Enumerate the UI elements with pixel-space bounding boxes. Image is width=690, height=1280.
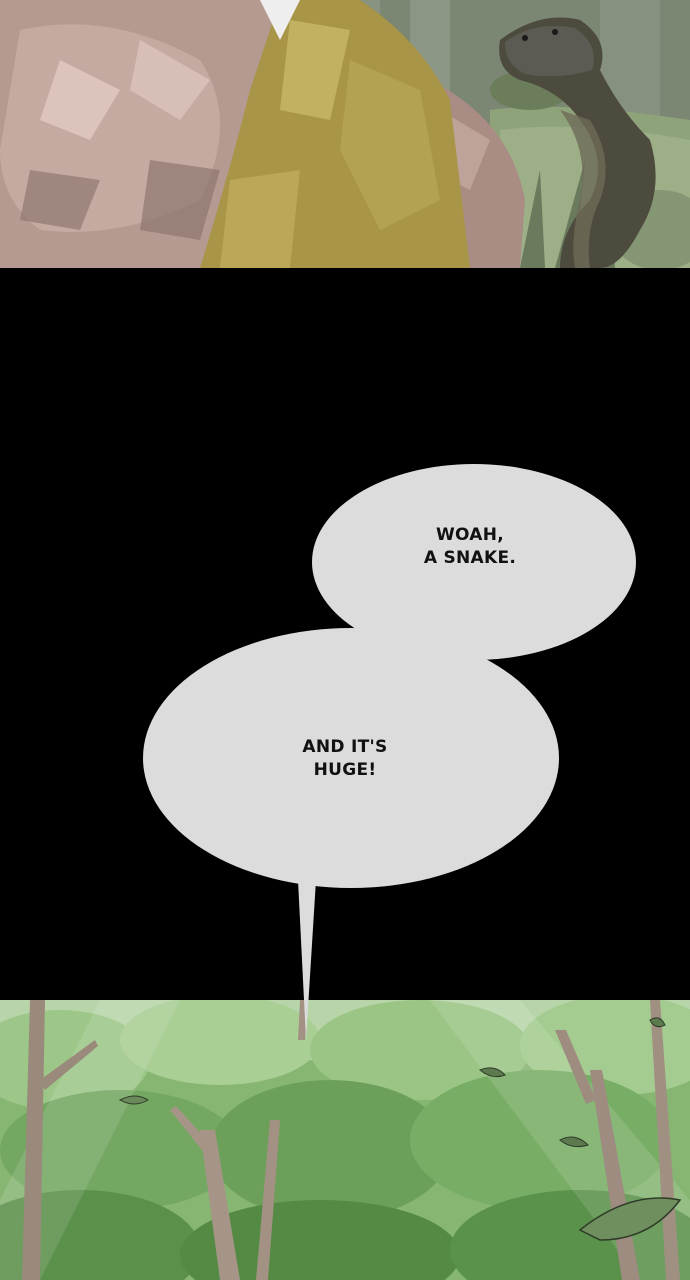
speech-bubble-1-text: WOAH, A SNAKE. [423, 525, 517, 568]
top-panel-illustration [0, 0, 690, 268]
panel-gutter [0, 268, 690, 1000]
speech-bubble-2-text: AND IT'S HUGE! [302, 737, 388, 780]
bottom-panel-art [0, 1000, 690, 1280]
bottom-panel-illustration [0, 1000, 690, 1280]
top-panel-art [0, 0, 690, 268]
